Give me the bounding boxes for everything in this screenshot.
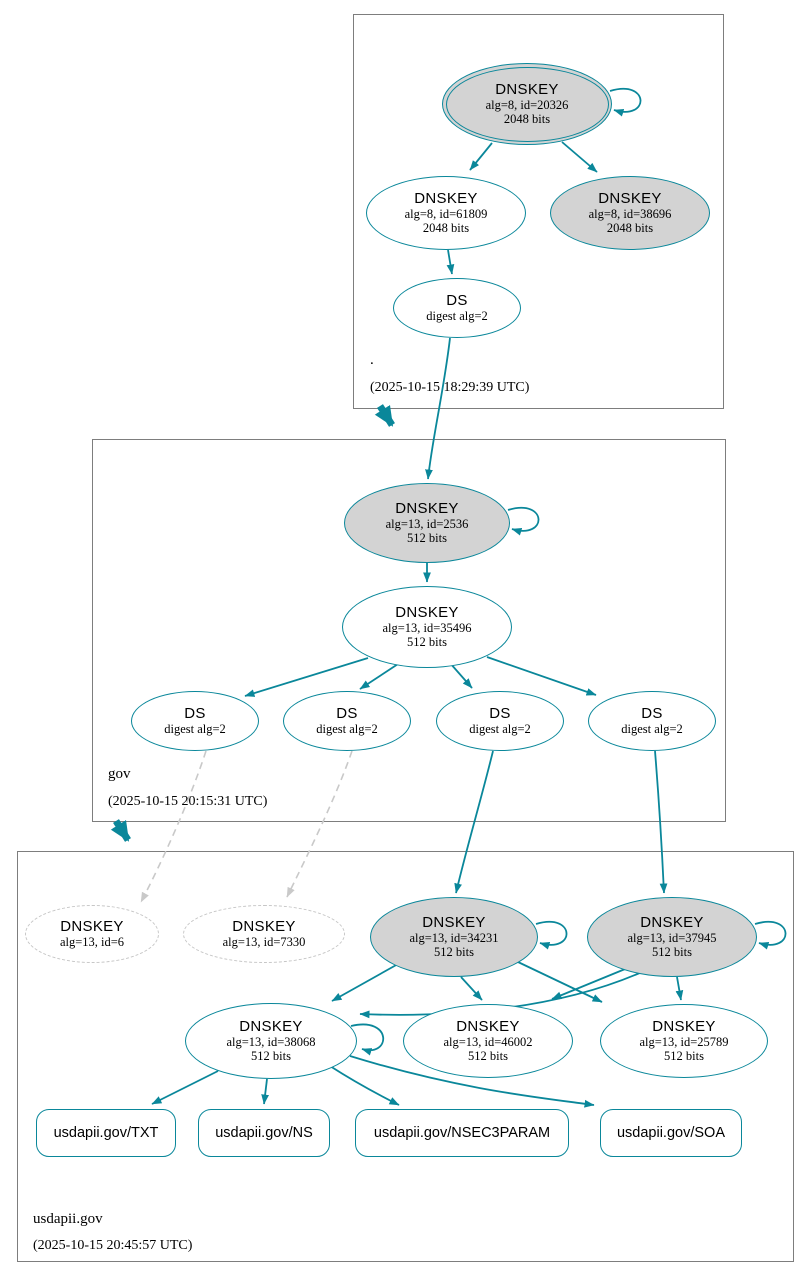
node-title: DS [446,292,468,309]
zone-timestamp-usdapii-gov: (2025-10-15 20:45:57 UTC) [33,1238,193,1253]
rrset-label: usdapii.gov/NS [215,1125,313,1141]
node-title: DS [641,705,663,722]
rrset-label: usdapii.gov/SOA [616,1125,725,1141]
node-detail: alg=13, id=35496 [382,621,472,635]
zone-name-root: . [370,352,374,368]
zone-box-gov [92,439,726,822]
node-title: DNSKEY [60,918,124,935]
node-title: DNSKEY [598,190,662,207]
node-dnskey-2536[interactable]: DNSKEY alg=13, id=2536 512 bits [344,483,510,563]
edge-delegation-gov-usdapii [110,819,131,842]
node-bits: 512 bits [434,945,474,959]
node-detail: alg=13, id=46002 [443,1035,533,1049]
node-bits: 512 bits [407,635,447,649]
node-title: DS [489,705,511,722]
node-ds-gov-2[interactable]: DS digest alg=2 [283,691,411,751]
node-rrset-txt[interactable]: usdapii.gov/TXT [36,1109,176,1157]
node-bits: 512 bits [468,1049,508,1063]
node-title: DNSKEY [422,914,486,931]
node-detail: alg=13, id=38068 [226,1035,316,1049]
rrset-label: usdapii.gov/TXT [53,1125,159,1141]
node-detail: digest alg=2 [426,309,488,323]
node-detail: digest alg=2 [469,722,531,736]
zone-name-gov: gov [108,766,131,782]
zone-box-root [353,14,724,409]
node-title: DNSKEY [395,500,459,517]
rrset-label: usdapii.gov/NSEC3PARAM [373,1125,551,1141]
node-dnskey-6-missing[interactable]: DNSKEY alg=13, id=6 [25,905,159,963]
node-ds-gov-3[interactable]: DS digest alg=2 [436,691,564,751]
node-bits: 512 bits [407,531,447,545]
node-title: DNSKEY [239,1018,303,1035]
node-bits: 2048 bits [503,112,551,126]
node-dnskey-7330-missing[interactable]: DNSKEY alg=13, id=7330 [183,905,345,963]
node-title: DS [184,705,206,722]
node-ds-gov-4[interactable]: DS digest alg=2 [588,691,716,751]
node-dnskey-61809[interactable]: DNSKEY alg=8, id=61809 2048 bits [366,176,526,250]
node-rrset-nsec3param[interactable]: usdapii.gov/NSEC3PARAM [355,1109,569,1157]
node-dnskey-20326[interactable]: DNSKEY alg=8, id=20326 2048 bits [442,63,612,145]
node-title: DNSKEY [232,918,296,935]
node-title: DNSKEY [395,604,459,621]
node-title: DNSKEY [456,1018,520,1035]
node-bits: 512 bits [251,1049,291,1063]
zone-name-usdapii-gov: usdapii.gov [33,1211,103,1227]
node-bits: 512 bits [664,1049,704,1063]
node-dnskey-34231[interactable]: DNSKEY alg=13, id=34231 512 bits [370,897,538,977]
node-detail: alg=13, id=7330 [222,935,306,949]
node-dnskey-37945[interactable]: DNSKEY alg=13, id=37945 512 bits [587,897,757,977]
node-dnskey-35496[interactable]: DNSKEY alg=13, id=35496 512 bits [342,586,512,668]
node-detail: alg=8, id=20326 [485,98,569,112]
node-rrset-ns[interactable]: usdapii.gov/NS [198,1109,330,1157]
node-detail: digest alg=2 [164,722,226,736]
node-detail: alg=8, id=38696 [588,207,672,221]
node-ds-root[interactable]: DS digest alg=2 [393,278,521,338]
zone-box-usdapii-gov [17,851,794,1262]
node-detail: alg=13, id=34231 [409,931,499,945]
node-detail: digest alg=2 [621,722,683,736]
node-detail: alg=8, id=61809 [404,207,488,221]
node-detail: alg=13, id=6 [59,935,125,949]
node-detail: alg=13, id=37945 [627,931,717,945]
node-detail: alg=13, id=25789 [639,1035,729,1049]
node-ds-gov-1[interactable]: DS digest alg=2 [131,691,259,751]
node-detail: digest alg=2 [316,722,378,736]
node-detail: alg=13, id=2536 [385,517,469,531]
node-title: DNSKEY [652,1018,716,1035]
node-bits: 2048 bits [606,221,654,235]
node-dnskey-38068[interactable]: DNSKEY alg=13, id=38068 512 bits [185,1003,357,1079]
node-title: DNSKEY [414,190,478,207]
node-dnskey-46002[interactable]: DNSKEY alg=13, id=46002 512 bits [403,1004,573,1078]
zone-timestamp-gov: (2025-10-15 20:15:31 UTC) [108,794,268,809]
node-bits: 2048 bits [422,221,470,235]
node-title: DS [336,705,358,722]
node-title: DNSKEY [495,81,559,98]
node-dnskey-25789[interactable]: DNSKEY alg=13, id=25789 512 bits [600,1004,768,1078]
node-dnskey-38696[interactable]: DNSKEY alg=8, id=38696 2048 bits [550,176,710,250]
node-rrset-soa[interactable]: usdapii.gov/SOA [600,1109,742,1157]
node-title: DNSKEY [640,914,704,931]
node-bits: 512 bits [652,945,692,959]
zone-timestamp-root: (2025-10-15 18:29:39 UTC) [370,380,530,395]
